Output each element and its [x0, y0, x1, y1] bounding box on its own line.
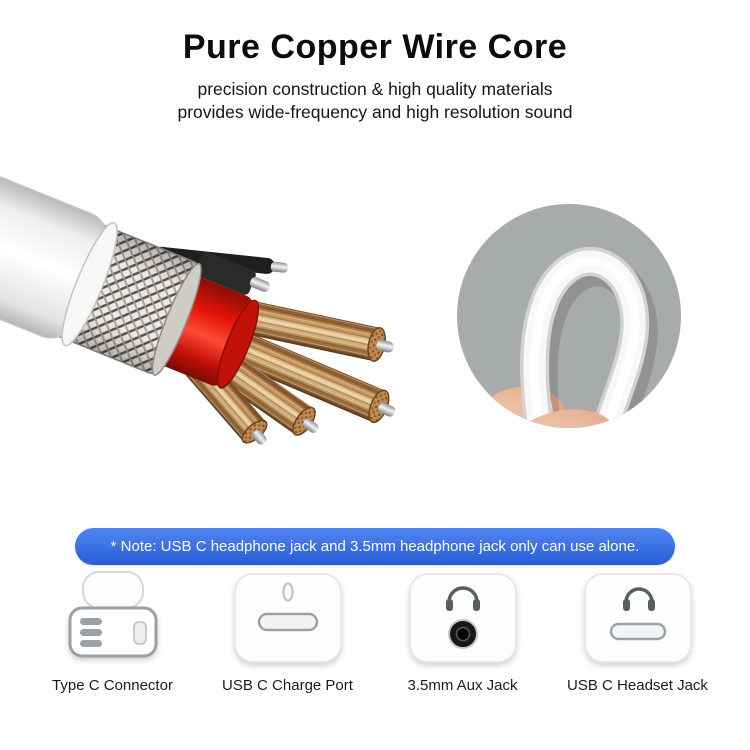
headphones-icon: [622, 587, 655, 611]
feature-row: Type C Connector USB C Charge Port: [25, 570, 725, 694]
note-banner: * Note: USB C headphone jack and 3.5mm h…: [75, 528, 675, 565]
white-cable-loop: [520, 246, 650, 428]
page-subtitle: precision construction & high quality ma…: [0, 78, 750, 124]
feature-usb-c-headset-jack: USB C Headset Jack: [550, 570, 725, 694]
outer-jacket: [0, 148, 118, 347]
subtitle-line-2: provides wide-frequency and high resolut…: [177, 102, 573, 122]
usb-c-plug-side-icon: [68, 571, 157, 658]
headphones-icon: [445, 586, 480, 611]
aux-jack-icon: [408, 573, 517, 663]
subtitle-line-1: precision construction & high quality ma…: [197, 79, 553, 99]
page-title: Pure Copper Wire Core: [182, 28, 568, 66]
feature-type-c-connector: Type C Connector: [25, 570, 200, 694]
feature-label: USB C Charge Port: [222, 677, 353, 694]
copper-wire: [228, 297, 394, 362]
feature-label: 3.5mm Aux Jack: [407, 677, 518, 694]
copper-wire: [219, 325, 396, 424]
feature-usb-c-charge-port: USB C Charge Port: [200, 570, 375, 694]
note-text: * Note: USB C headphone jack and 3.5mm h…: [110, 538, 640, 555]
usb-c-headset-port-icon: [583, 573, 692, 663]
feature-label: USB C Headset Jack: [567, 677, 708, 694]
cable-cutaway-illustration: [0, 148, 396, 445]
feature-aux-jack: 3.5mm Aux Jack: [375, 570, 550, 694]
black-connector: [195, 251, 270, 295]
feature-label: Type C Connector: [52, 677, 173, 694]
cable-flex-inset: [457, 204, 681, 428]
usb-c-port-icon: [233, 573, 342, 663]
